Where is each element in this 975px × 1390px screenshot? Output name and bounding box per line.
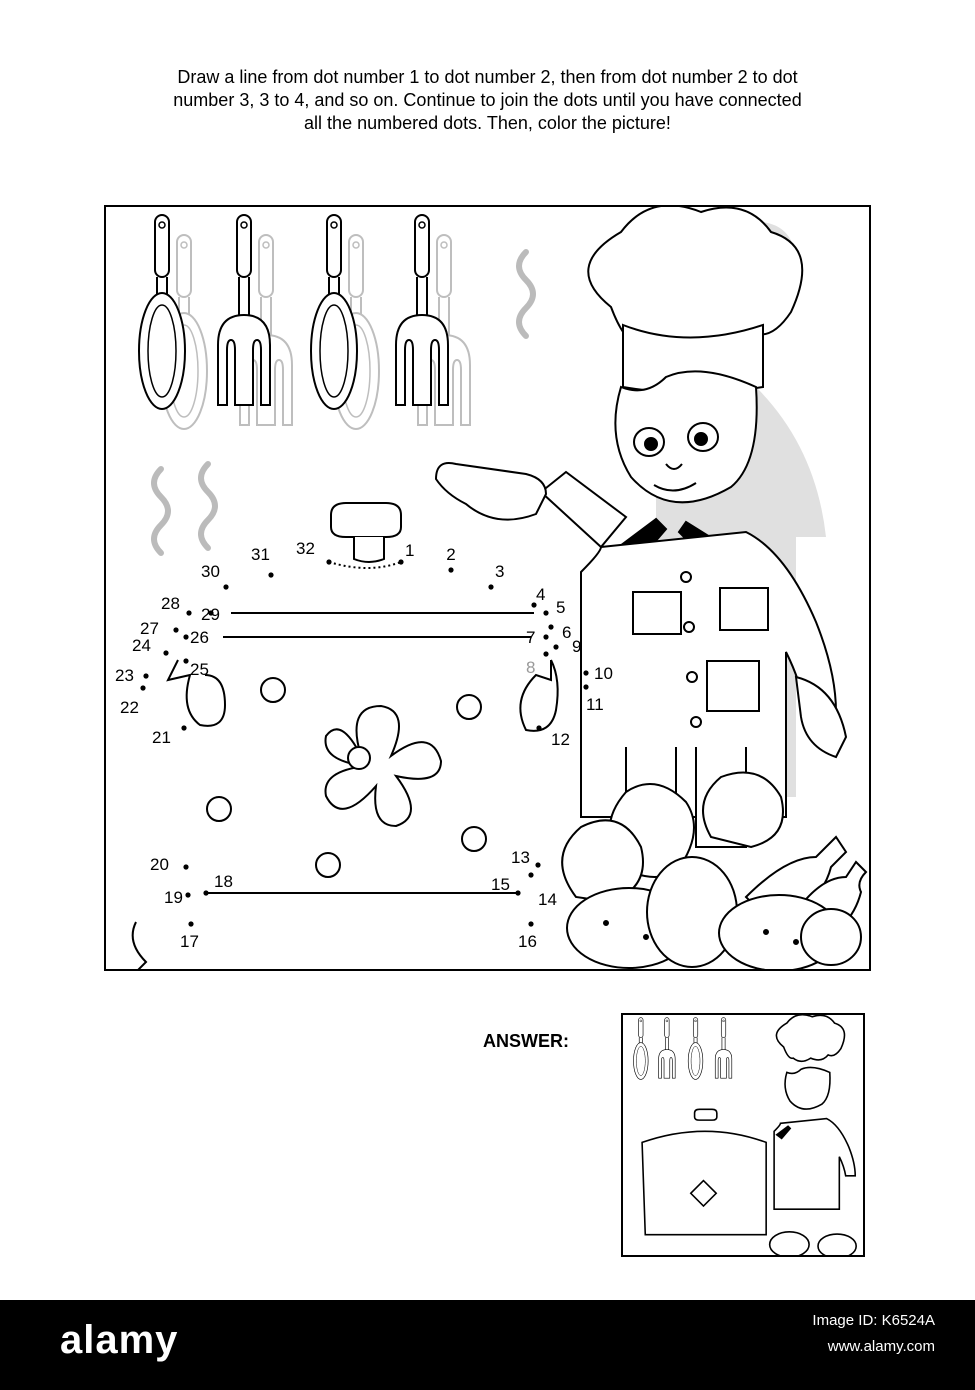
dot-label-1: 1 [405,541,414,560]
steam-icon [151,249,536,556]
dot-label-28: 28 [161,594,180,613]
dot-label-6: 6 [562,623,571,642]
dot-2 [448,567,454,573]
dot-label-2: 2 [446,545,455,564]
dot-label-11: 11 [586,695,604,714]
alamy-logo: alamy [60,1318,179,1362]
dot-3 [488,584,494,590]
footer-url: www.alamy.com [827,1338,935,1355]
dot-30 [223,584,229,590]
dot-11 [583,684,589,690]
dot-10 [583,670,589,676]
dot-label-8: 8 [526,658,535,677]
dot-1 [398,559,404,565]
dot-label-23: 23 [115,666,134,685]
instructions-line-1: Draw a line from dot number 1 to dot num… [177,67,798,87]
dot-21 [181,725,187,731]
puzzle-drawing: 1234567891011121314151617181920212223242… [115,207,868,969]
vegetables [561,771,868,969]
dot-label-30: 30 [201,562,220,581]
answer-thumbnail [621,1013,865,1257]
dot-23 [143,673,149,679]
dot-17 [188,921,194,927]
dot-label-25: 25 [190,660,209,679]
dot-27 [173,627,179,633]
dot-5 [543,610,549,616]
dot-24 [163,650,169,656]
dot-12 [536,725,542,731]
dot-label-24: 24 [132,636,151,655]
dot-13 [535,862,541,868]
dot-label-13: 13 [511,848,530,867]
dot-8 [543,651,549,657]
dot-label-9: 9 [572,637,581,656]
dot-14 [528,872,534,878]
dot-label-16: 16 [518,932,537,951]
chef-boy [434,207,848,848]
chef-arm-raised [539,470,628,549]
dot-label-17: 17 [180,932,199,951]
dot-6 [548,624,554,630]
dot-20 [183,864,189,870]
cooking-pot [131,502,559,969]
dot-label-3: 3 [495,562,504,581]
dot-label-19: 19 [164,888,183,907]
onion-icon [702,771,784,849]
dot-16 [528,921,534,927]
dot-label-22: 22 [120,698,139,717]
dot-label-31: 31 [251,545,270,564]
dot-label-26: 26 [190,628,209,647]
potato-icon [800,908,862,966]
dot-7 [543,634,549,640]
potato-icon [646,856,738,968]
answer-label: ANSWER: [483,1031,569,1051]
dot-label-4: 4 [536,585,545,604]
instructions-line-3: all the numbered dots. Then, color the p… [304,113,671,133]
dot-29 [208,610,214,616]
dot-19 [185,892,191,898]
pot-lid-knob [330,502,402,538]
dot-25 [183,658,189,664]
dot-label-27: 27 [140,619,159,638]
dot-32 [326,559,332,565]
dot-label-5: 5 [556,598,565,617]
flower-icon [324,704,443,828]
instructions-line-2: number 3, 3 to 4, and so on. Continue to… [173,90,802,110]
footer-bar: alamy Image ID: K6524A www.alamy.com [0,1300,975,1390]
onion-icon [561,819,644,904]
dot-4 [531,602,537,608]
instructions-text: Draw a line from dot number 1 to dot num… [60,66,915,135]
dot-9 [553,644,559,650]
dot-31 [268,572,274,578]
dot-label-21: 21 [152,728,171,747]
hand-icon [794,675,848,759]
dot-26 [183,634,189,640]
dot-label-12: 12 [551,730,570,749]
image-id-text: Image ID: K6524A [812,1312,935,1329]
chef-face [614,370,758,504]
answer-drawing [632,1015,857,1255]
dot-28 [186,610,192,616]
dot-label-20: 20 [150,855,169,874]
dot-label-10: 10 [594,664,613,683]
dot-label-29: 29 [201,605,220,624]
hand-icon [434,462,548,521]
dot-label-18: 18 [214,872,233,891]
dot-18 [203,890,209,896]
dot-22 [140,685,146,691]
dot-label-14: 14 [538,890,557,909]
dot-label-7: 7 [526,628,535,647]
dot-label-15: 15 [491,875,510,894]
dot-15 [515,890,521,896]
dot-label-32: 32 [296,539,315,558]
pot-handle-left [166,659,227,727]
